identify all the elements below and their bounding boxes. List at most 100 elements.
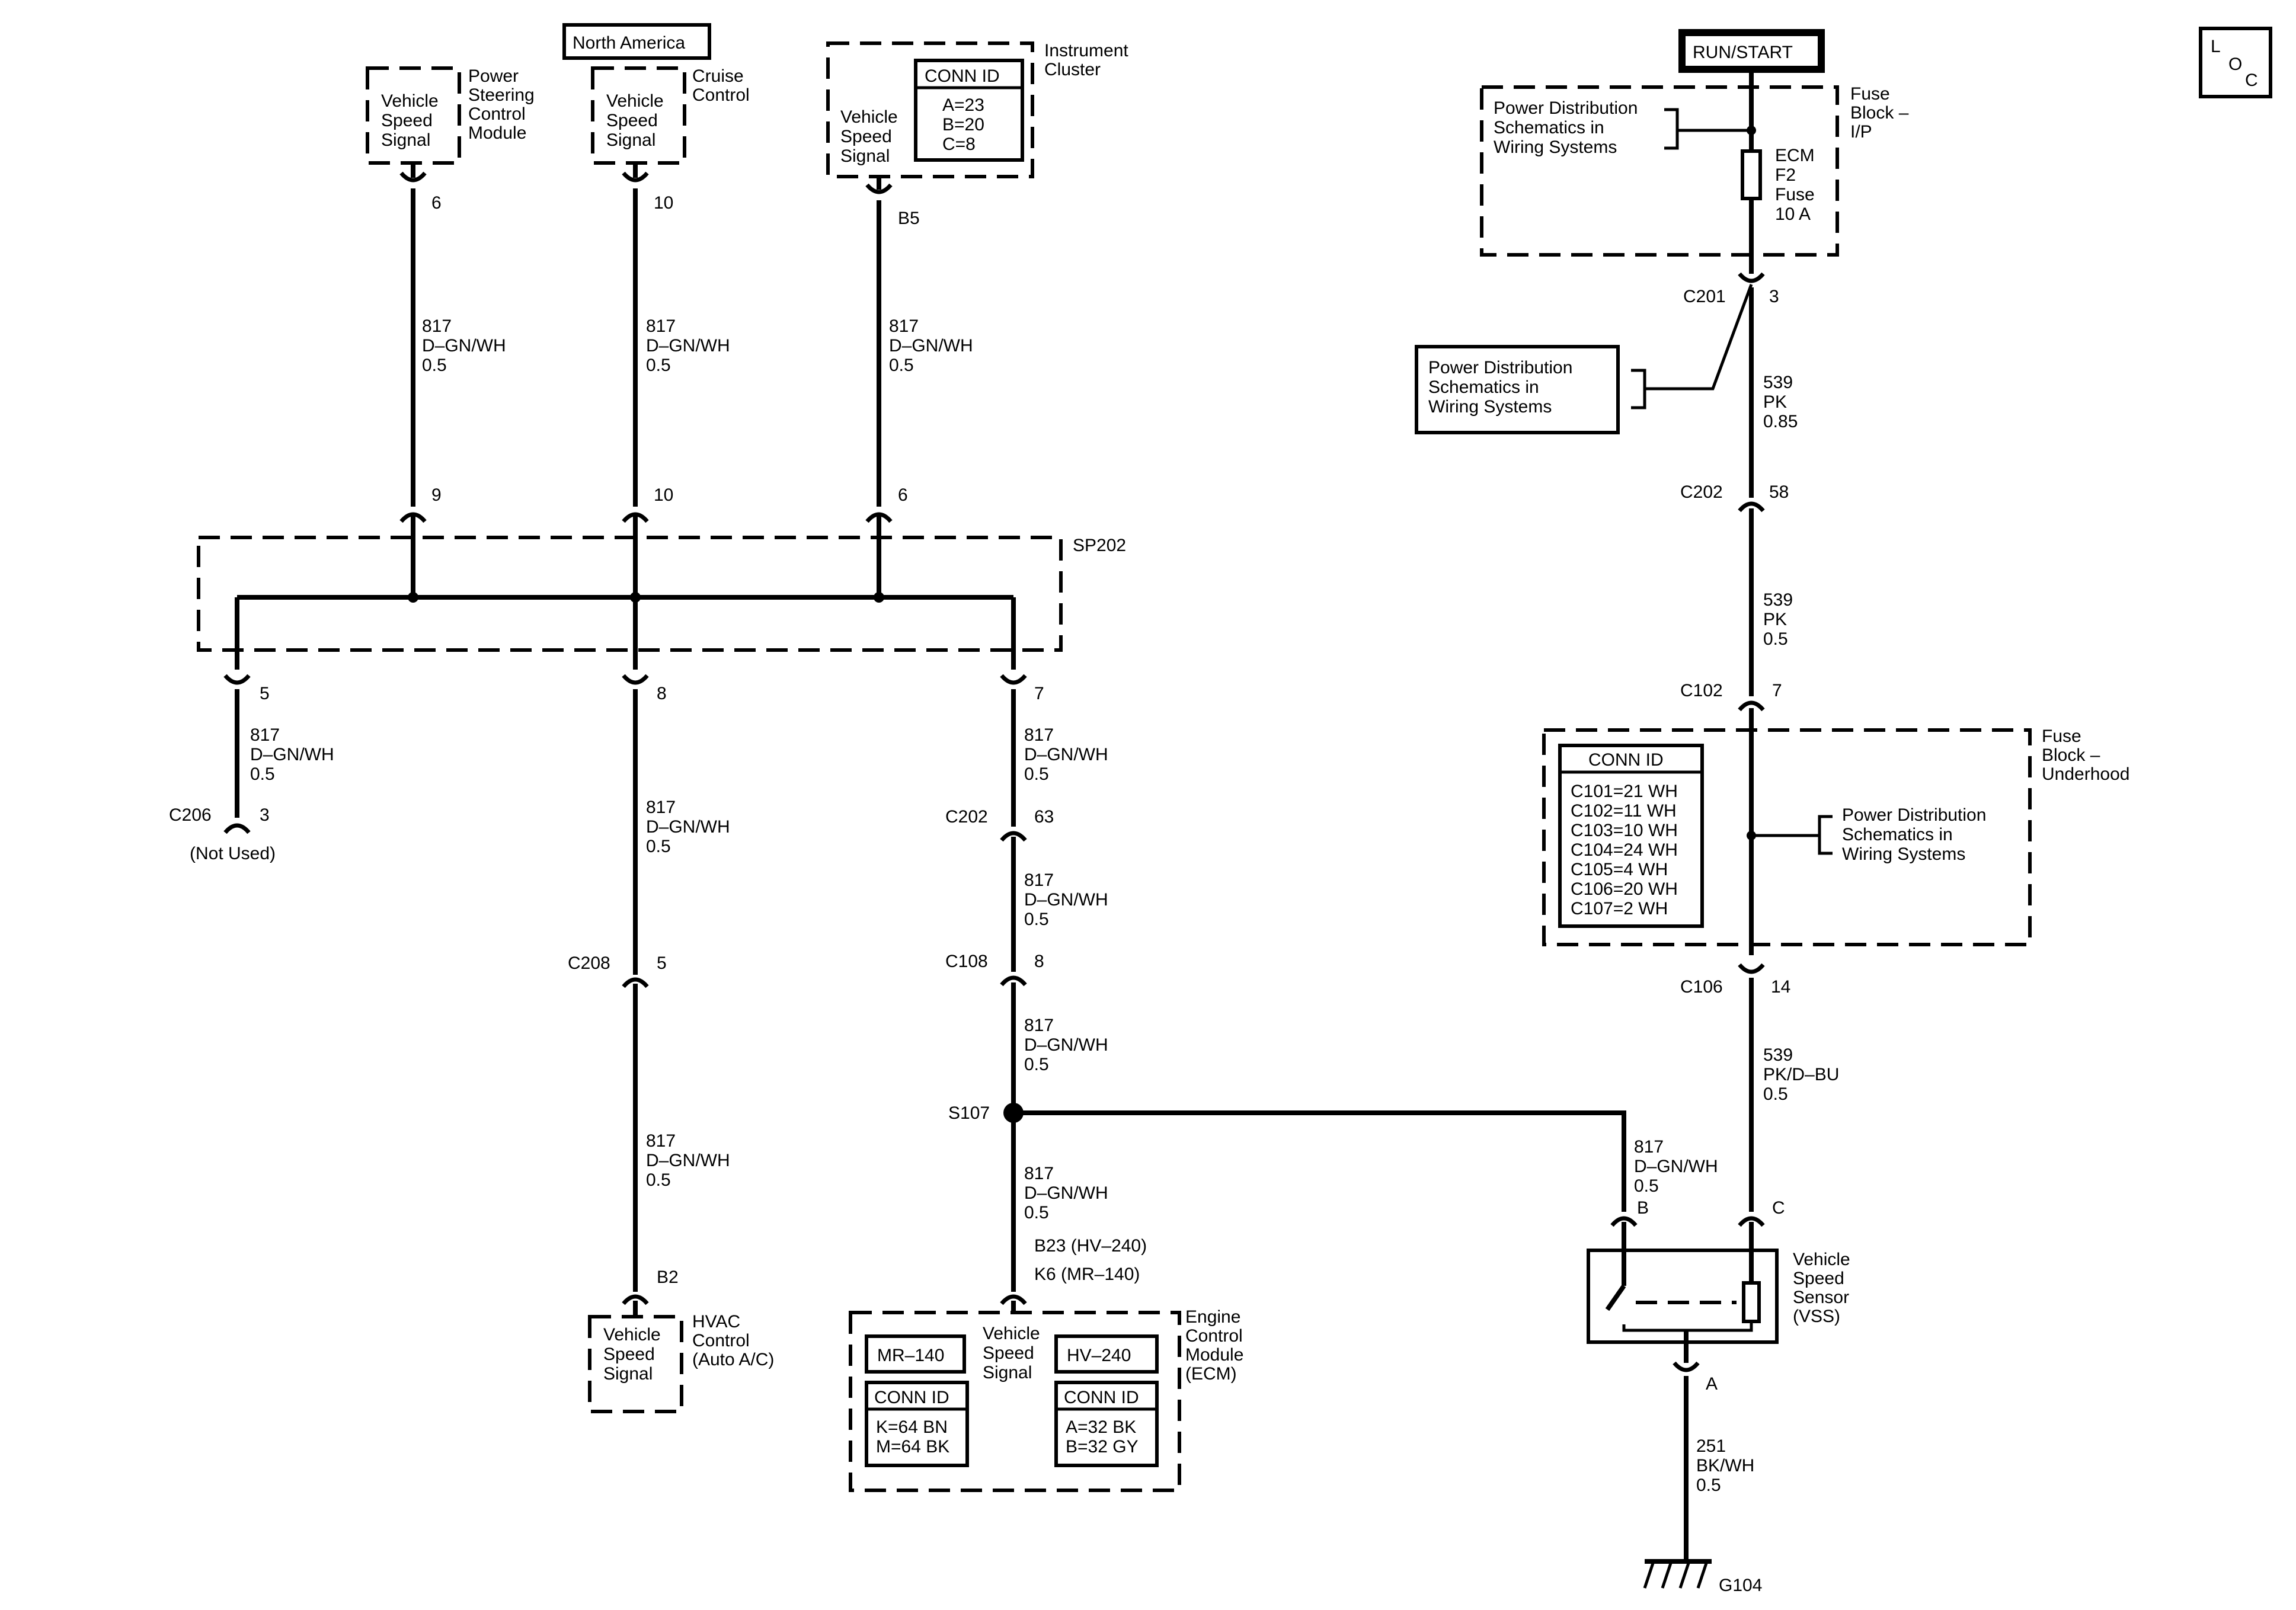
connector-hvac [622,1294,649,1305]
connector-vss-c [1738,1216,1765,1227]
svg-text:B2: B2 [657,1267,679,1287]
svg-text:C: C [2245,71,2258,90]
connector-c206 [223,823,251,834]
svg-text:CONN ID: CONN ID [1588,750,1664,770]
fuse-block-underhood: CONN ID C101=21 WH C102=11 WH C103=10 WH… [1542,726,2129,946]
svg-text:K=64 BN: K=64 BN [876,1417,948,1437]
connector-c201 [1738,272,1765,283]
svg-text:817: 817 [1024,725,1054,745]
svg-text:Speed: Speed [983,1343,1034,1363]
svg-text:7: 7 [1772,681,1782,700]
svg-text:C102: C102 [1680,681,1723,700]
svg-text:9: 9 [431,485,442,505]
svg-text:D–GN/WH: D–GN/WH [1634,1157,1718,1176]
connector-c106 [1738,963,1765,974]
wire-s107-vss [1013,1110,1626,1212]
svg-text:Signal: Signal [840,146,890,166]
svg-text:817: 817 [1024,1016,1054,1035]
connector-sp-left [223,674,251,685]
svg-text:D–GN/WH: D–GN/WH [1024,745,1108,764]
connector-cluster-sp [865,512,893,523]
svg-text:A=32 BK: A=32 BK [1066,1417,1136,1437]
connector-vss-a [1673,1361,1700,1372]
svg-text:817: 817 [1024,870,1054,890]
svg-text:Cluster: Cluster [1044,60,1101,79]
svg-text:817: 817 [250,725,280,745]
svg-text:Fuse: Fuse [1775,185,1815,204]
svg-text:0.5: 0.5 [422,356,447,375]
hvac-control-module: Vehicle Speed Signal HVAC Control (Auto … [588,1312,774,1413]
svg-text:Vehicle: Vehicle [603,1325,661,1345]
svg-text:S107: S107 [948,1103,990,1123]
svg-text:C202: C202 [945,807,988,827]
svg-text:PK: PK [1763,610,1787,629]
svg-text:Speed: Speed [381,111,433,130]
connector-vss-b [1610,1216,1638,1227]
svg-text:C103=10 WH: C103=10 WH [1571,821,1678,840]
svg-text:C104=24 WH: C104=24 WH [1571,840,1678,860]
svg-text:58: 58 [1769,482,1789,502]
svg-text:Wiring Systems: Wiring Systems [1842,844,1965,864]
svg-text:D–GN/WH: D–GN/WH [422,336,506,356]
svg-text:L: L [2211,37,2221,56]
svg-text:Signal: Signal [606,130,655,150]
svg-text:0.5: 0.5 [646,356,671,375]
svg-text:D–GN/WH: D–GN/WH [250,745,334,764]
svg-text:Vehicle: Vehicle [1793,1250,1850,1269]
svg-text:C102=11 WH: C102=11 WH [1571,801,1677,821]
svg-text:Wiring Systems: Wiring Systems [1428,397,1552,417]
svg-text:B=32 GY: B=32 GY [1066,1437,1139,1457]
svg-text:Vehicle: Vehicle [381,91,439,111]
svg-text:Control: Control [468,104,526,124]
svg-text:817: 817 [889,316,919,336]
svg-text:M=64 BK: M=64 BK [876,1437,949,1457]
svg-text:Steering: Steering [468,85,535,105]
svg-text:0.5: 0.5 [250,764,275,784]
svg-text:SP202: SP202 [1073,536,1126,555]
svg-text:C106: C106 [1680,977,1723,997]
svg-text:B: B [1637,1198,1649,1218]
svg-text:CONN ID: CONN ID [1064,1388,1139,1407]
svg-text:Power Distribution: Power Distribution [1428,358,1572,377]
svg-text:Speed: Speed [606,111,658,130]
svg-text:(Not Used): (Not Used) [190,844,276,863]
svg-text:0.85: 0.85 [1763,412,1798,431]
svg-text:O: O [2228,55,2242,74]
svg-text:0.5: 0.5 [1763,1084,1788,1104]
connector-cluster-top [865,183,893,194]
svg-text:D–GN/WH: D–GN/WH [646,1151,730,1170]
svg-text:Schematics in: Schematics in [1842,825,1953,844]
svg-text:251: 251 [1696,1436,1726,1456]
ground-g104: G104 [1643,1559,1762,1595]
svg-text:ECM: ECM [1775,146,1815,165]
svg-text:0.5: 0.5 [646,1170,671,1190]
svg-text:C208: C208 [568,953,610,973]
svg-text:3: 3 [1769,287,1779,306]
svg-text:Block –: Block – [2042,745,2100,765]
svg-text:I/P: I/P [1850,122,1872,142]
svg-text:Power Distribution: Power Distribution [1494,98,1638,118]
svg-text:C: C [1772,1198,1785,1218]
svg-text:Cruise: Cruise [692,66,744,86]
svg-text:Power Distribution: Power Distribution [1842,805,1986,825]
svg-text:539: 539 [1763,1045,1793,1065]
svg-text:5: 5 [260,684,270,703]
svg-text:C105=4 WH: C105=4 WH [1571,860,1668,879]
svg-text:0.5: 0.5 [1024,1203,1049,1222]
svg-text:14: 14 [1771,977,1790,997]
svg-text:817: 817 [1634,1137,1664,1157]
splice-pack-sp202: SP202 [197,536,1126,670]
connector-ps-top [399,171,427,183]
svg-text:D–GN/WH: D–GN/WH [1024,890,1108,910]
svg-text:Schematics in: Schematics in [1428,377,1539,397]
svg-text:BK/WH: BK/WH [1696,1456,1754,1475]
svg-text:0.5: 0.5 [646,837,671,856]
svg-text:B23 (HV–240): B23 (HV–240) [1034,1236,1147,1256]
svg-text:Sensor: Sensor [1793,1288,1849,1307]
svg-text:Speed: Speed [1793,1269,1844,1288]
vehicle-speed-sensor: Vehicle Speed Sensor (VSS) [1587,1222,1850,1363]
svg-text:Signal: Signal [983,1363,1032,1382]
connector-sp-right [1000,674,1027,685]
connector-c102 [1738,700,1765,712]
svg-text:Control: Control [692,1331,750,1350]
